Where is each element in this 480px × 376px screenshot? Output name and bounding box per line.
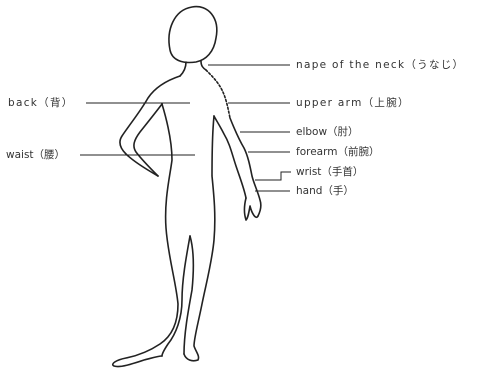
right-hand: [245, 198, 259, 220]
label-waist: waist（腰）: [6, 149, 65, 161]
nape-shoulder: [206, 70, 230, 118]
torso-right-leg: [184, 116, 215, 361]
label-hand: hand（手）: [296, 185, 354, 197]
label-elbow: elbow（肘）: [296, 126, 359, 138]
head-outline: [169, 7, 217, 63]
label-wrist: wrist（手首）: [296, 166, 363, 178]
neck-outline: [180, 62, 186, 76]
leader-wrist: [255, 172, 291, 180]
left-shoulder-arm: [120, 76, 180, 176]
torso-left: [113, 104, 178, 367]
neck-outline-right: [201, 61, 206, 70]
label-forearm: forearm（前腕）: [296, 146, 379, 158]
label-back: back（背）: [8, 97, 74, 109]
label-upper-arm: upper arm（上腕）: [296, 97, 410, 109]
label-nape-of-the-neck: nape of the neck（うなじ）: [296, 59, 464, 71]
left-inner-arm: [134, 104, 162, 176]
right-arm-inner: [214, 116, 246, 198]
inner-leg-right: [184, 236, 193, 354]
